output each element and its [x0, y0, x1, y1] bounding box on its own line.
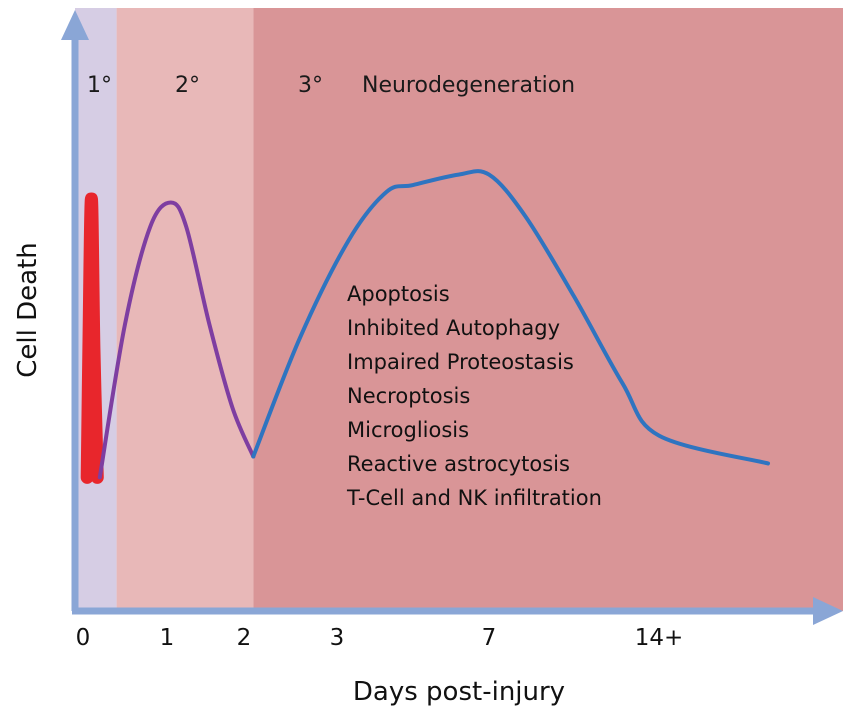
- secondary-injury-curve: [97, 200, 256, 480]
- process-item: Inhibited Autophagy: [347, 316, 560, 340]
- phase-bands: [75, 8, 844, 611]
- tertiary-injury-curve: [251, 169, 770, 466]
- x-axis-arrow-icon: [813, 597, 843, 625]
- phase-name-tertiary: Neurodegeneration: [362, 73, 575, 98]
- primary-injury-curve: [80, 192, 104, 484]
- phase-band: [116, 8, 254, 611]
- x-axis-title: Days post-injury: [353, 677, 565, 707]
- y-axis-arrow-icon: [61, 10, 89, 40]
- axes: [61, 10, 843, 625]
- x-tick-label: 3: [330, 625, 345, 651]
- phase-labels: 1° 2° 3° Neurodegeneration: [87, 73, 575, 98]
- x-tick-label: 7: [482, 625, 497, 651]
- process-item: Impaired Proteostasis: [347, 350, 574, 374]
- process-item: Microgliosis: [347, 418, 469, 442]
- phase-label-primary: 1°: [87, 73, 112, 98]
- phase-label-tertiary: 3°: [298, 73, 323, 98]
- process-item: Necroptosis: [347, 384, 470, 408]
- phase-band: [253, 8, 844, 611]
- process-item: Reactive astrocytosis: [347, 452, 570, 476]
- phase-label-secondary: 2°: [175, 73, 200, 98]
- process-list: Apoptosis Inhibited Autophagy Impaired P…: [346, 282, 602, 510]
- x-tick-label: 2: [237, 625, 252, 651]
- x-tick-labels: 0 1 2 3 7 14+: [76, 625, 684, 651]
- x-tick-label: 0: [76, 625, 91, 651]
- x-tick-label: 1: [160, 625, 175, 651]
- x-tick-label: 14+: [635, 625, 684, 651]
- process-item: T-Cell and NK infiltration: [346, 486, 602, 510]
- cell-death-curves: [80, 169, 770, 484]
- process-item: Apoptosis: [347, 282, 450, 306]
- y-axis-title: Cell Death: [13, 242, 43, 377]
